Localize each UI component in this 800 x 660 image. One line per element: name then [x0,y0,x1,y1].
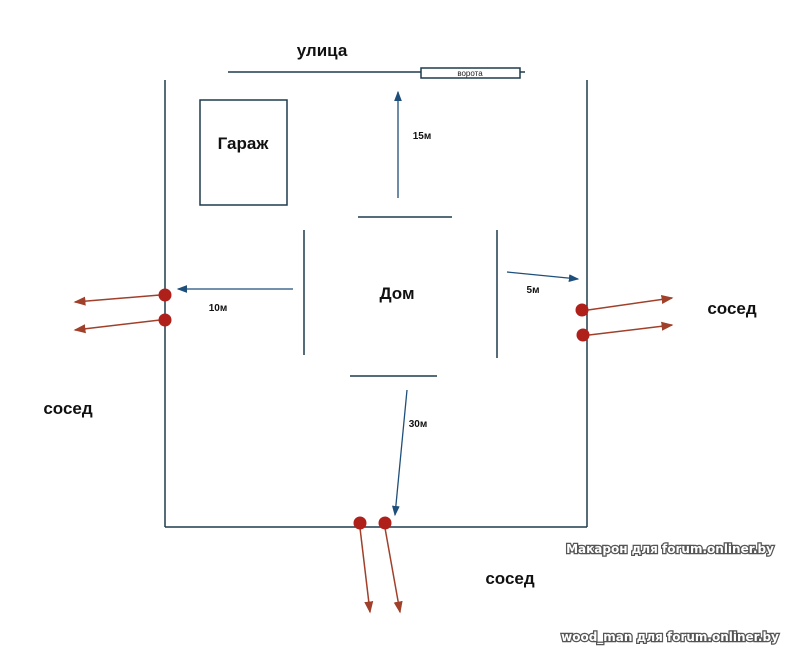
outlet-dot [158,313,172,327]
outlet-arrow-left-1 [73,294,161,306]
outlet-dot [575,303,589,317]
gate [420,67,521,79]
outlet-dot [353,516,367,530]
arrow-to-right [506,271,580,282]
watermark-top: Макарон для forum.onliner.by [566,542,774,556]
outlet-arrow-right-2 [588,321,674,336]
neighbor-right-label: сосед [707,299,757,318]
outlet-arrow-right-1 [587,295,674,311]
neighbor-bottom-label: сосед [485,569,535,588]
distance-left-label: 10м [209,303,228,314]
distance-right-label: 5м [527,285,540,296]
garage [199,99,288,206]
street-label: улица [297,41,348,60]
arrow-to-bottom [391,389,408,517]
watermark-bottom: wood_man для forum.onliner.by [561,630,779,645]
distance-street-label: 15м [413,131,432,142]
neighbor-left-label: сосед [43,399,93,418]
outlet-arrow-bottom-2 [384,527,403,614]
outlet-dot [158,288,172,302]
distance-bottom-label: 30м [409,419,428,430]
outlet-dot [378,516,392,530]
house-label: Дом [379,284,414,303]
outlet-dot [576,328,590,342]
garage-label: Гараж [218,134,270,153]
gate-label: ворота [457,69,483,78]
outlet-arrow-bottom-1 [359,527,374,614]
outlet-arrow-left-2 [73,319,161,334]
